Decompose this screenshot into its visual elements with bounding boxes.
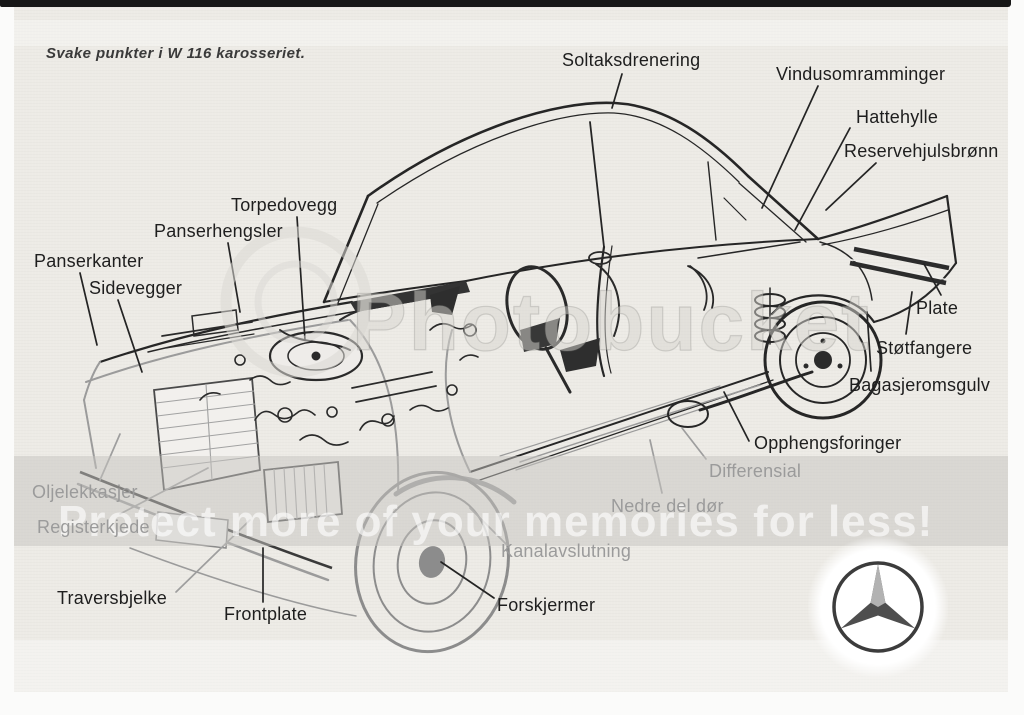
- callout-differensial: Differensial: [709, 461, 802, 481]
- callout-nedre-del-dor: Nedre del dør: [611, 496, 724, 516]
- scan-light-band: [14, 20, 1008, 46]
- watermark-banner-text: Protect more of your memories for less!: [58, 497, 934, 546]
- callout-registerkjede: Registerkjede: [37, 517, 150, 537]
- callout-oljelekkasjer: Oljelekkasjer: [32, 482, 138, 502]
- callout-panserhengsler: Panserhengsler: [154, 221, 283, 241]
- callout-reservehjulsbronn: Reservehjulsbrønn: [844, 141, 999, 161]
- scan-edge-strip: [0, 0, 1011, 7]
- watermark-logo: Photobucket: [220, 226, 871, 378]
- callout-bagasjeromsgulv: Bagasjeromsgulv: [849, 375, 991, 395]
- callout-vindusomramminger: Vindusomramminger: [776, 64, 946, 84]
- callout-frontplate: Frontplate: [224, 604, 308, 624]
- mercedes-logo: [808, 537, 948, 677]
- engine-detail: [161, 281, 479, 446]
- callout-sidevegger: Sidevegger: [89, 278, 183, 298]
- callout-soltaksdrenering: Soltaksdrenering: [562, 50, 701, 70]
- callout-panserkanter: Panserkanter: [34, 251, 144, 271]
- callout-opphengsforinger: Opphengsforinger: [754, 433, 902, 453]
- watermark-logo-text: Photobucket: [352, 277, 871, 368]
- callout-hattehylle: Hattehylle: [856, 107, 939, 127]
- mercedes-star-icon: [832, 561, 924, 653]
- watermark-band: [14, 456, 1008, 546]
- rear-wheel: [667, 287, 883, 428]
- callout-torpedovegg: Torpedovegg: [231, 195, 338, 215]
- interior-detail: [505, 251, 708, 394]
- leader-lines-ink: [79, 73, 942, 603]
- callout-forskjermer: Forskjermer: [497, 595, 596, 615]
- page-title: Svake punkter i W 116 karosseriet.: [46, 45, 306, 62]
- callout-plate: Plate: [916, 298, 959, 318]
- callout-traversbjelke: Traversbjelke: [57, 588, 167, 608]
- callout-stotfangere: Støtfangere: [876, 338, 973, 358]
- callout-kanalavslutning: Kanalavslutning: [501, 541, 632, 561]
